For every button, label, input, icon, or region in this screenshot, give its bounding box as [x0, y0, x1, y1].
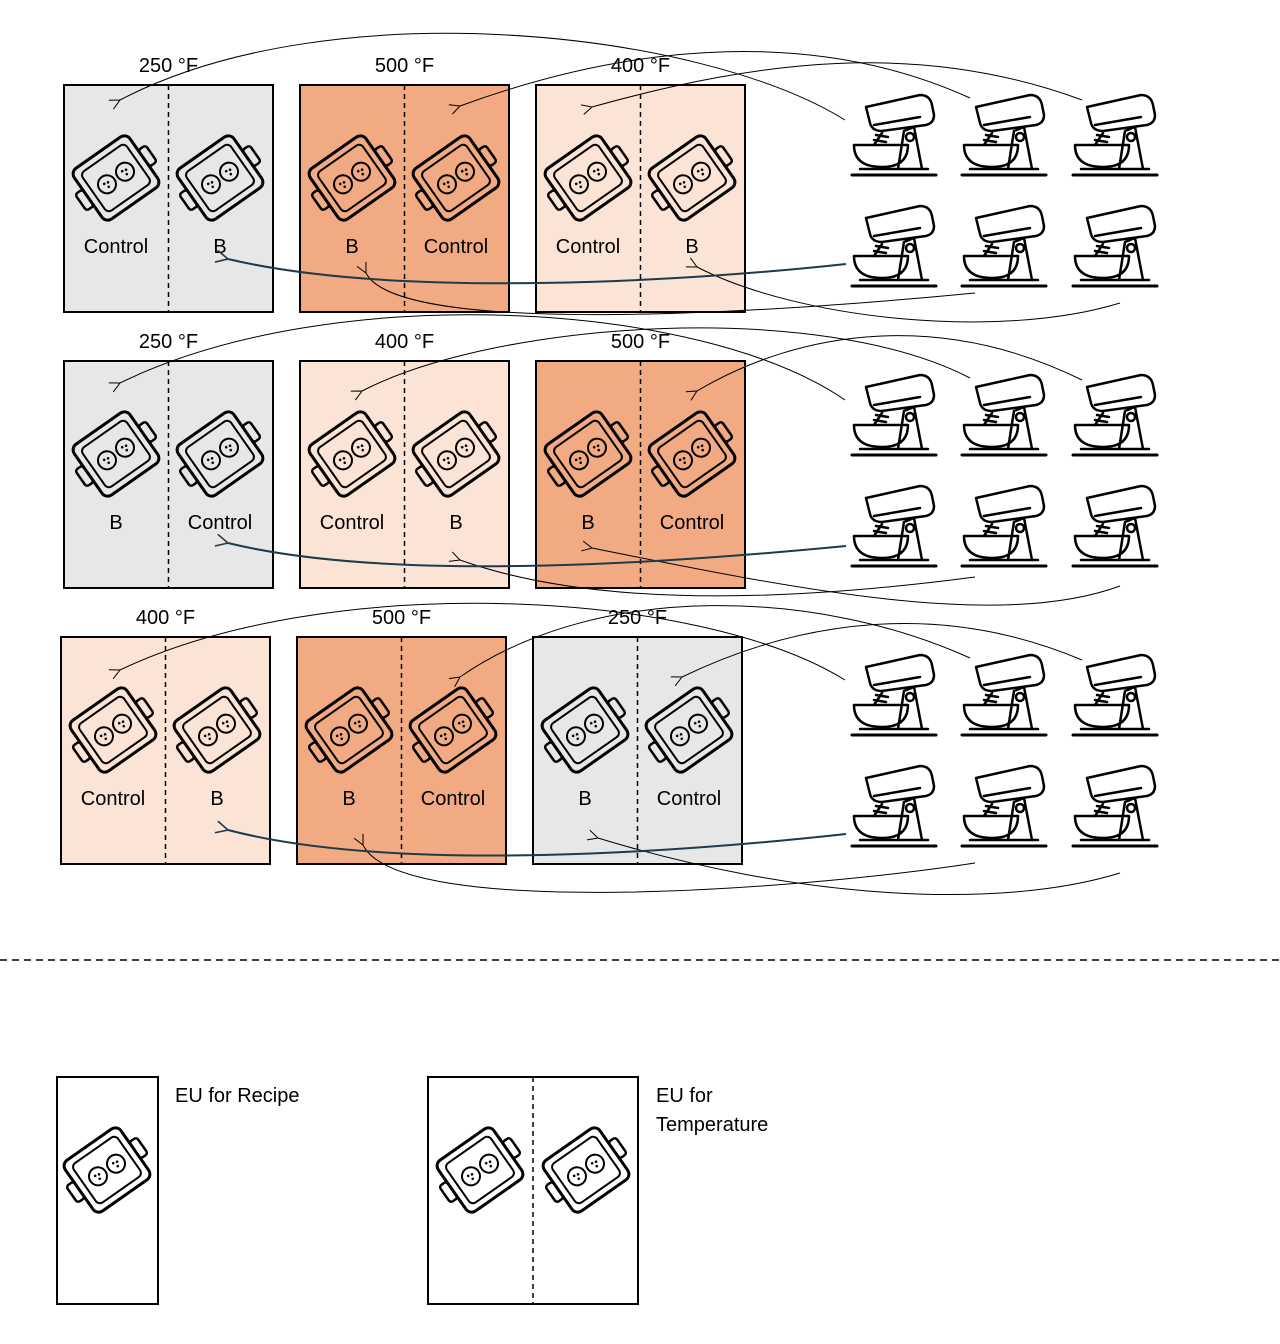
assignment-arrow: [362, 327, 971, 391]
stand-mixer-icon: [960, 764, 1048, 848]
right-half-label: B: [213, 236, 226, 258]
oven-block: 400 °F Control B: [533, 55, 747, 313]
assignment-arrow: [460, 560, 976, 597]
right-half-label: Control: [657, 788, 721, 810]
right-half-label: B: [449, 512, 462, 534]
legend: EU for Recipe EU for Temperature: [52, 1076, 768, 1305]
assignment-arrow: [363, 845, 976, 893]
stand-mixer-icon: [960, 93, 1048, 177]
left-half-label: Control: [556, 236, 620, 258]
right-half-label: Control: [660, 512, 724, 534]
legend-recipe-label: EU for Recipe: [175, 1085, 300, 1107]
assignment-arrow: [460, 51, 971, 106]
right-half-label: B: [685, 236, 698, 258]
assignment-arrow: [120, 32, 846, 121]
oven-block: 500 °F B Control: [533, 331, 747, 589]
mixer-grid: [850, 93, 1159, 848]
highlight-arrow: [228, 830, 847, 857]
assignment-arrow: [592, 548, 1121, 606]
legend-temperature-line2: Temperature: [656, 1114, 768, 1136]
highlight-arrow: [228, 543, 847, 568]
oven-block: 250 °F B Control: [61, 331, 275, 589]
stand-mixer-icon: [1071, 764, 1159, 848]
assignment-arrow: [366, 273, 976, 316]
assignment-arrow: [598, 838, 1121, 896]
oven-block: 400 °F Control B: [297, 331, 511, 589]
assignment-arrows: [120, 32, 1121, 896]
right-half-label: Control: [424, 236, 488, 258]
oven-block: 400 °F Control B: [58, 607, 272, 865]
assignment-arrow: [697, 335, 1083, 391]
oven-temperature-label: 250 °F: [139, 331, 198, 353]
oven-temperature-label: 400 °F: [136, 607, 195, 629]
oven-temperature-label: 500 °F: [375, 55, 434, 77]
right-half-label: Control: [188, 512, 252, 534]
stand-mixer-icon: [850, 484, 938, 568]
oven-block: 500 °F B Control: [294, 607, 508, 865]
stand-mixer-icon: [1071, 373, 1159, 457]
left-half-label: Control: [81, 788, 145, 810]
oven-temperature-label: 500 °F: [372, 607, 431, 629]
assignment-arrow: [592, 62, 1083, 107]
legend-temperature-label: EU for Temperature: [656, 1085, 768, 1136]
stand-mixer-icon: [1071, 484, 1159, 568]
stand-mixer-icon: [1071, 93, 1159, 177]
highlight-arrow: [228, 259, 847, 285]
left-half-label: B: [581, 512, 594, 534]
left-half-label: B: [109, 512, 122, 534]
legend-temperature-line1: EU for: [656, 1085, 713, 1107]
oven-block: 500 °F B Control: [297, 55, 511, 313]
oven-temperature-label: 250 °F: [139, 55, 198, 77]
stand-mixer-icon: [960, 204, 1048, 288]
stand-mixer-icon: [850, 93, 938, 177]
left-half-label: Control: [84, 236, 148, 258]
oven-block: 250 °F Control B: [61, 55, 275, 313]
stand-mixer-icon: [850, 373, 938, 457]
assignment-arrow: [120, 314, 846, 401]
stand-mixer-icon: [960, 373, 1048, 457]
stand-mixer-icon: [1071, 204, 1159, 288]
right-half-label: Control: [421, 788, 485, 810]
legend-recipe-box: [56, 1076, 159, 1305]
right-half-label: B: [210, 788, 223, 810]
stand-mixer-icon: [960, 653, 1048, 737]
oven-temperature-label: 400 °F: [611, 55, 670, 77]
left-half-label: B: [345, 236, 358, 258]
left-half-label: Control: [320, 512, 384, 534]
oven-temperature-label: 500 °F: [611, 331, 670, 353]
left-half-label: B: [578, 788, 591, 810]
left-half-label: B: [342, 788, 355, 810]
stand-mixer-icon: [960, 484, 1048, 568]
stand-mixer-icon: [850, 204, 938, 288]
assignment-arrow: [682, 623, 1083, 677]
oven-temperature-label: 400 °F: [375, 331, 434, 353]
assignment-arrow: [120, 602, 846, 681]
stand-mixer-icon: [850, 764, 938, 848]
assignment-arrow: [460, 605, 971, 677]
stand-mixer-icon: [850, 653, 938, 737]
assignment-arrow: [697, 267, 1121, 323]
stand-mixer-icon: [1071, 653, 1159, 737]
